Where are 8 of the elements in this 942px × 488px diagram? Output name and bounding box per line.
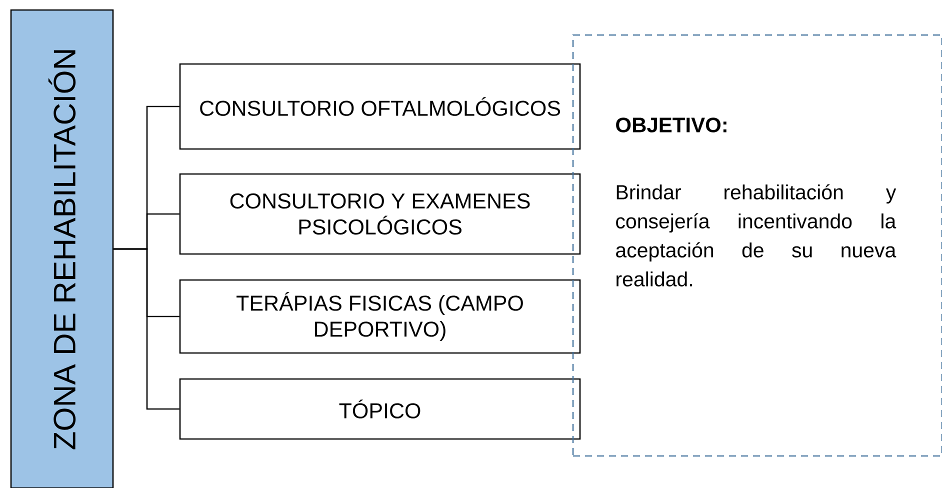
heading: OBJETIVO: xyxy=(616,118,726,132)
section-box: TERÁPIAS FISICAS (CAMPO DEPORTIVO) xyxy=(179,279,581,354)
section-box: CONSULTORIO OFTALMOLÓGICOS xyxy=(179,63,581,150)
objective-text: Brindar rehabilitación y consejería incentivando la aceptación de su nueva realidad. xyxy=(616,184,896,286)
connector-line xyxy=(114,248,180,410)
zone-box: ZONA DE REHABILITACIÓN xyxy=(10,9,114,488)
section-box: TÓPICO xyxy=(179,378,581,440)
section-box: CONSULTORIO Y EXAMENES PSICOLÓGICOS xyxy=(179,173,581,255)
